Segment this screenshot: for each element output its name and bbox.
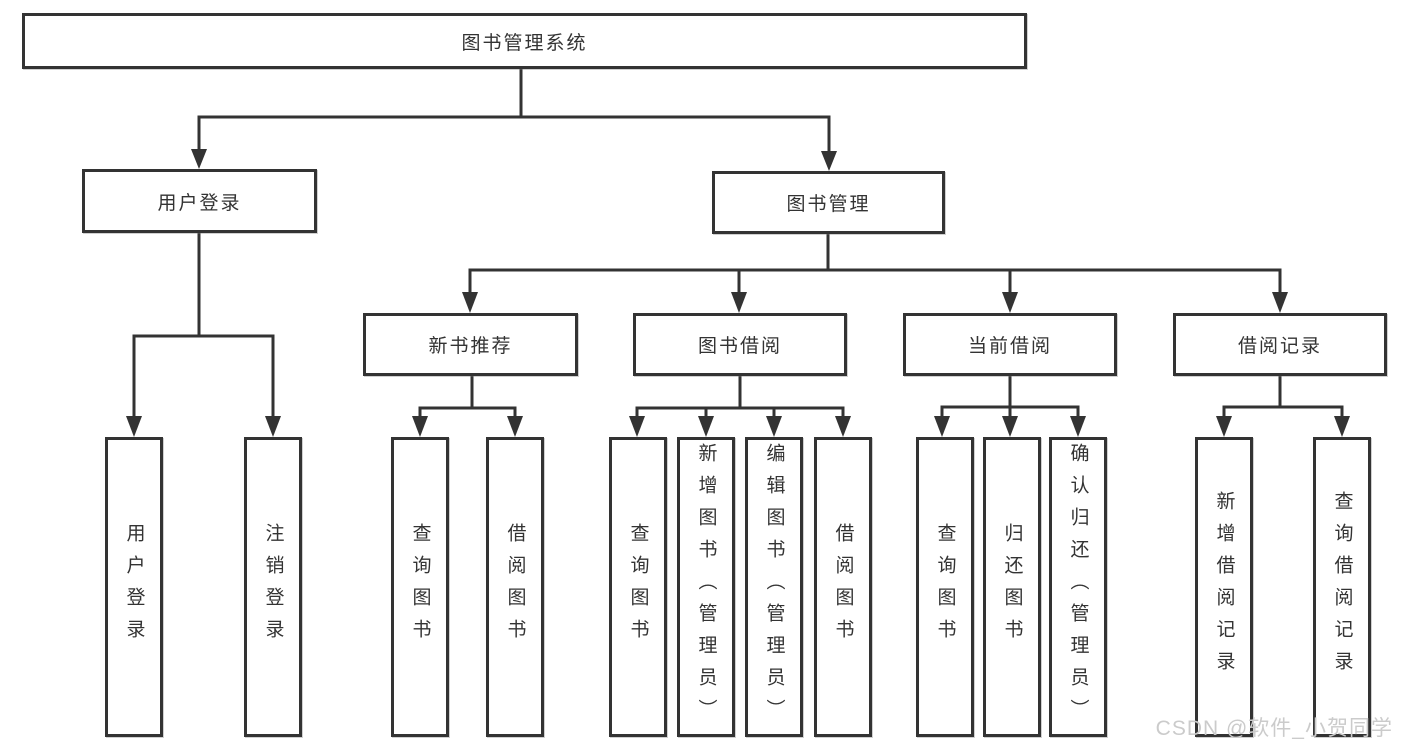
leaf-add-book-admin: 新增图书（管理员） xyxy=(677,437,735,737)
node-book-management-label: 图书管理 xyxy=(786,194,871,215)
leaf-query-books-borrow: 查询图书 xyxy=(609,437,667,737)
leaf-query-borrow-record: 查询借阅记录 xyxy=(1313,437,1371,737)
node-current-borrow: 当前借阅 xyxy=(903,313,1117,376)
leaf-logout: 注销登录 xyxy=(244,437,302,737)
leaf-confirm-return-admin-label: 确认归还（管理员） xyxy=(1067,443,1089,731)
edge-bookborrow-to-leaves xyxy=(629,376,851,437)
leaf-add-book-admin-label: 新增图书（管理员） xyxy=(695,443,717,731)
node-borrow-records-label: 借阅记录 xyxy=(1237,336,1322,357)
edge-bookmgmt-to-level3 xyxy=(462,234,1288,313)
leaf-borrow-books-borrow-label: 借阅图书 xyxy=(832,523,854,651)
leaf-query-books-current: 查询图书 xyxy=(916,437,974,737)
leaf-add-borrow-record: 新增借阅记录 xyxy=(1195,437,1253,737)
leaf-return-book: 归还图书 xyxy=(983,437,1041,737)
edge-newbook-to-leaves xyxy=(412,376,523,437)
leaf-borrow-books-borrow: 借阅图书 xyxy=(814,437,872,737)
node-library-system: 图书管理系统 xyxy=(22,13,1027,69)
node-borrow-records: 借阅记录 xyxy=(1173,313,1387,376)
leaf-query-books-recommend: 查询图书 xyxy=(391,437,449,737)
edge-currentborrow-to-leaves xyxy=(934,376,1086,437)
leaf-query-books-current-label: 查询图书 xyxy=(934,523,956,651)
leaf-edit-book-admin-label: 编辑图书（管理员） xyxy=(763,443,785,731)
node-new-book-recommend: 新书推荐 xyxy=(363,313,578,376)
csdn-watermark: CSDN @软件_小贺同学 xyxy=(1155,717,1393,740)
node-user-login-label: 用户登录 xyxy=(157,192,242,214)
leaf-confirm-return-admin: 确认归还（管理员） xyxy=(1049,437,1107,737)
edge-borrowrecords-to-leaves xyxy=(1216,376,1350,437)
leaf-edit-book-admin: 编辑图书（管理员） xyxy=(745,437,803,737)
node-user-login: 用户登录 xyxy=(82,169,317,233)
leaf-borrow-books-recommend-label: 借阅图书 xyxy=(504,523,526,651)
leaf-user-login: 用户登录 xyxy=(105,437,163,737)
node-book-borrow: 图书借阅 xyxy=(633,313,847,376)
node-book-management: 图书管理 xyxy=(712,171,945,234)
node-library-system-label: 图书管理系统 xyxy=(461,32,588,54)
edge-root-to-level2 xyxy=(191,69,837,171)
leaf-query-books-recommend-label: 查询图书 xyxy=(409,523,431,651)
node-current-borrow-label: 当前借阅 xyxy=(967,336,1052,357)
leaf-return-book-label: 归还图书 xyxy=(1001,523,1023,651)
edge-userlogin-to-leaves xyxy=(126,233,281,437)
leaf-query-borrow-record-label: 查询借阅记录 xyxy=(1331,491,1353,683)
node-book-borrow-label: 图书借阅 xyxy=(697,336,782,357)
leaf-query-books-borrow-label: 查询图书 xyxy=(627,523,649,651)
leaf-user-login-label: 用户登录 xyxy=(123,523,145,651)
leaf-add-borrow-record-label: 新增借阅记录 xyxy=(1213,491,1235,683)
node-new-book-recommend-label: 新书推荐 xyxy=(428,336,513,357)
leaf-logout-label: 注销登录 xyxy=(262,523,284,651)
leaf-borrow-books-recommend: 借阅图书 xyxy=(486,437,544,737)
